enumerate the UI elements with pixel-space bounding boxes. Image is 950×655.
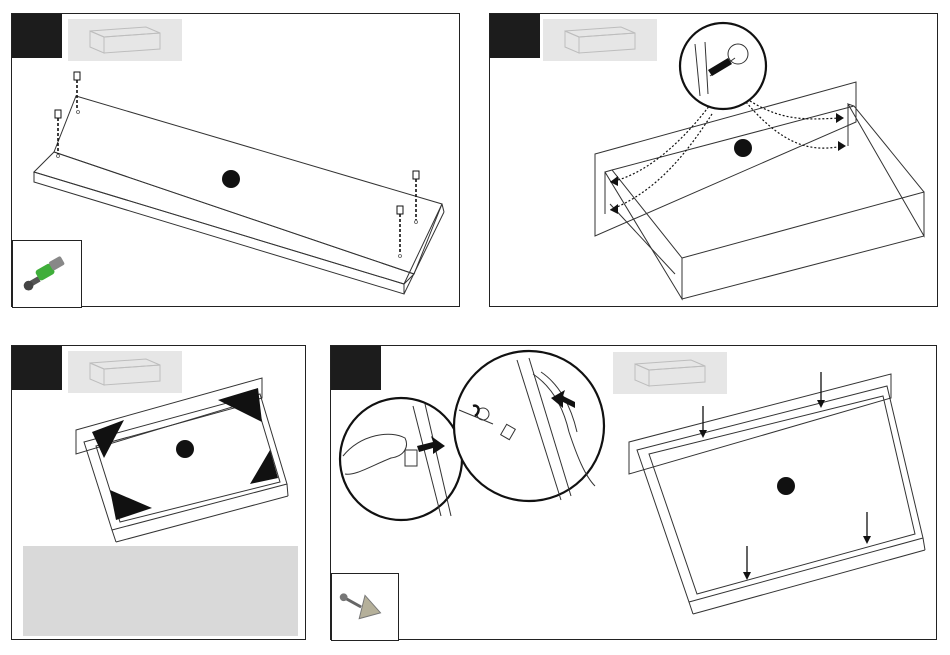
callout-dot — [777, 477, 795, 495]
corner-triangle — [250, 450, 278, 484]
step-panel-1 — [11, 13, 460, 307]
note-box — [23, 546, 298, 636]
step-panel-3 — [11, 345, 306, 640]
corner-plate-screw-icon — [331, 573, 399, 641]
detail-magnifier — [454, 351, 604, 501]
drawer-frame-assembly-illustration — [490, 14, 939, 308]
callout-dot — [176, 440, 194, 458]
callout-dot — [222, 170, 240, 188]
corner-triangle — [92, 420, 124, 458]
step-panel-2 — [489, 13, 938, 307]
detail-magnifier — [340, 398, 462, 520]
corner-plate-installation-illustration — [331, 346, 938, 641]
callout-dot — [734, 139, 752, 157]
step-panel-4 — [330, 345, 937, 640]
corner-triangle — [218, 388, 262, 422]
cam-bolt-icon — [12, 240, 82, 308]
